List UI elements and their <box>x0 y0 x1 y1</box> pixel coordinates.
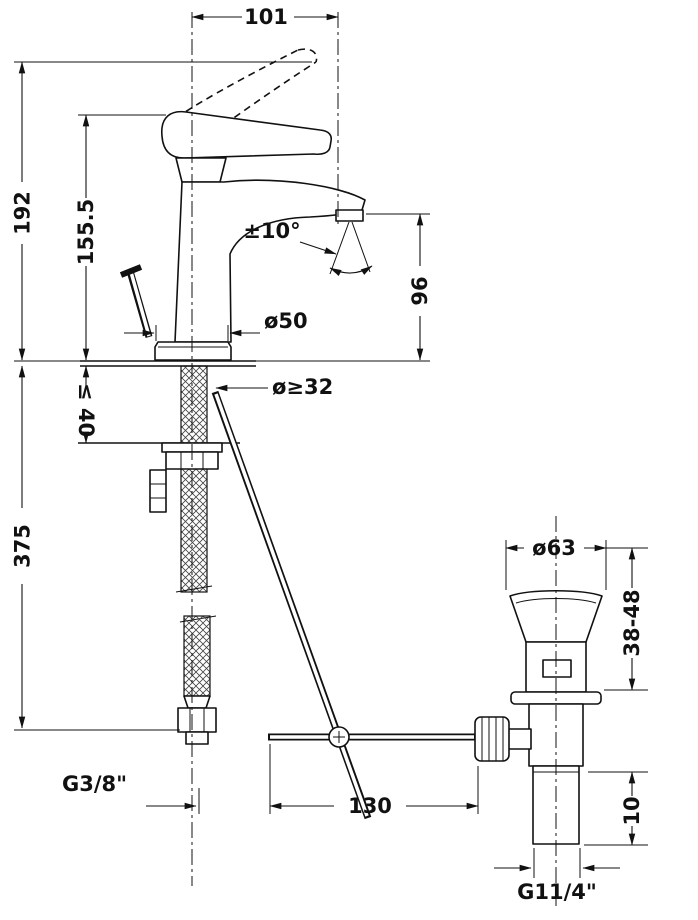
faucet-body <box>119 48 371 361</box>
extension-lines <box>14 61 648 878</box>
drain-thread-section <box>532 765 580 845</box>
dim-hose-length-label: 375 <box>11 524 35 568</box>
dimension-thread-stub: 10 <box>620 771 644 846</box>
dim-hole-diameter-label: ø≥32 <box>272 375 333 399</box>
dimension-130: 130 <box>269 794 479 818</box>
dimension-101: 101 <box>191 5 339 29</box>
dim-overall-height-label: 192 <box>11 191 35 235</box>
dim-spray-angle-label: ±10° <box>243 219 300 243</box>
dimension-375: 375 <box>11 365 35 729</box>
dim-adjust-range-label: 38-48 <box>620 589 644 656</box>
dimension-adjust-range: 38-48 <box>620 547 644 691</box>
dimension-drain-thread: G11/4" <box>494 864 620 904</box>
dim-outlet-height-label: 96 <box>408 276 432 305</box>
break-line <box>175 585 213 593</box>
popup-linkage <box>211 390 476 820</box>
dim-body-height-label: 155.5 <box>74 199 98 265</box>
dim-base-diameter-label: ø50 <box>264 309 308 333</box>
side-lever <box>119 264 153 338</box>
dimension-base-diameter: ø50 <box>124 309 308 337</box>
hose-end-nut <box>177 707 217 733</box>
dim-deck-thickness-label: ≤ 40 <box>74 383 98 437</box>
dim-spout-reach-label: 101 <box>244 5 288 29</box>
knurled-knob <box>474 716 510 762</box>
dim-rod-offset-label: 130 <box>348 794 392 818</box>
dimension-deck-thickness: ≤ 40 <box>74 365 98 444</box>
dim-drain-thread-label: G11/4" <box>517 880 597 904</box>
knob-stem <box>506 728 532 750</box>
hose-end-taper <box>183 695 211 709</box>
dimension-flange-diameter: ø63 <box>505 536 607 560</box>
supply-hose <box>149 365 223 745</box>
dimension-spray-angle: ±10° <box>243 219 373 276</box>
popup-drain <box>474 589 603 845</box>
dimension-96: 96 <box>408 213 432 361</box>
centerlines <box>191 12 557 906</box>
fixing-bracket <box>149 469 167 513</box>
base-plinth <box>154 341 232 361</box>
overflow-slot <box>542 659 572 678</box>
dim-thread-stub-label: 10 <box>620 796 644 825</box>
dimension-hole-diameter: ø≥32 <box>215 375 333 399</box>
hose-lower-section <box>183 615 211 697</box>
dim-supply-thread-label: G3/8" <box>62 772 127 796</box>
spray-lines <box>329 221 371 275</box>
dimension-supply-thread: G3/8" <box>62 772 197 810</box>
hose-end-tail <box>185 731 209 745</box>
dimension-192: 192 <box>11 61 35 361</box>
cartridge-dome <box>175 157 227 183</box>
aerator <box>335 209 364 222</box>
hose-upper-section <box>180 365 208 593</box>
lever-handle <box>161 110 333 159</box>
drain-flange <box>509 589 603 643</box>
dimension-155-5: 155.5 <box>74 114 98 361</box>
dim-flange-diameter-label: ø63 <box>532 536 576 560</box>
